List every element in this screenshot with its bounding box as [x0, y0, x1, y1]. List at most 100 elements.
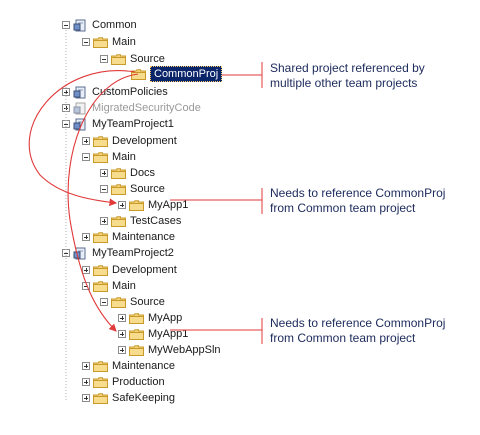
- node-label: Maintenance: [112, 231, 175, 243]
- callout-line: multiple other team projects: [270, 76, 418, 90]
- folder-icon: [111, 215, 126, 227]
- node-label: MyTeamProject2: [92, 247, 174, 259]
- expand-icon[interactable]: [82, 394, 90, 402]
- node-label: Source: [130, 53, 165, 65]
- collapse-icon[interactable]: [62, 21, 70, 29]
- tree-node-team2-source[interactable]: Source: [100, 294, 165, 310]
- callout-team2-reference: Needs to reference CommonProj from Commo…: [270, 316, 445, 346]
- tree-node-commonproj[interactable]: CommonProj: [120, 66, 223, 82]
- callout-line: from Common team project: [270, 201, 416, 215]
- node-label: MyWebAppSln: [148, 344, 221, 356]
- tree-node-team1-maintenance[interactable]: Maintenance: [82, 229, 175, 245]
- folder-icon: [93, 151, 108, 163]
- tree-node-team2-myapp[interactable]: MyApp: [118, 310, 182, 326]
- folder-icon: [93, 360, 108, 372]
- expand-icon[interactable]: [118, 330, 126, 338]
- node-label: Source: [130, 296, 165, 308]
- node-label: Main: [112, 36, 136, 48]
- folder-icon: [131, 68, 146, 80]
- tree-node-custompolicies[interactable]: CustomPolicies: [62, 84, 168, 100]
- folder-icon: [111, 183, 126, 195]
- tree-node-myteamproject1[interactable]: MyTeamProject1: [62, 116, 174, 132]
- expand-icon[interactable]: [100, 217, 108, 225]
- node-label: MyApp: [148, 312, 183, 324]
- tree-node-team1-source[interactable]: Source: [100, 181, 165, 197]
- collapse-icon[interactable]: [100, 55, 108, 63]
- node-label: SafeKeeping: [112, 392, 175, 404]
- folder-icon: [93, 231, 108, 243]
- folder-icon: [111, 296, 126, 308]
- folder-icon: [129, 328, 144, 340]
- node-label: TestCases: [130, 215, 182, 227]
- folder-icon: [111, 167, 126, 179]
- tree-node-common-main-source[interactable]: Source: [100, 51, 165, 67]
- node-label: Docs: [130, 167, 156, 179]
- tree-node-team2-production[interactable]: Production: [82, 374, 165, 390]
- node-label: Development: [112, 135, 177, 147]
- collapse-icon[interactable]: [82, 38, 90, 46]
- team-project-icon: [73, 118, 86, 130]
- folder-icon: [93, 392, 108, 404]
- collapse-icon[interactable]: [100, 185, 108, 193]
- folder-icon: [93, 135, 108, 147]
- spacer: [120, 70, 128, 78]
- callout-team1-reference: Needs to reference CommonProj from Commo…: [270, 186, 445, 216]
- tree-node-team2-development[interactable]: Development: [82, 262, 177, 278]
- team-project-icon: [73, 247, 86, 259]
- node-label: Main: [112, 151, 136, 163]
- expand-icon[interactable]: [62, 88, 70, 96]
- expand-icon[interactable]: [100, 169, 108, 177]
- tree-node-team2-safekeeping[interactable]: SafeKeeping: [82, 390, 175, 406]
- node-label: MyApp1: [148, 199, 189, 211]
- expand-icon[interactable]: [118, 314, 126, 322]
- tree-node-team2-maintenance[interactable]: Maintenance: [82, 358, 175, 374]
- callout-line: Shared project referenced by: [270, 61, 425, 75]
- expand-icon[interactable]: [82, 362, 90, 370]
- expand-icon[interactable]: [62, 104, 70, 112]
- tree-node-team1-docs[interactable]: Docs: [100, 165, 155, 181]
- team-project-icon: [73, 19, 86, 31]
- expand-icon[interactable]: [118, 346, 126, 354]
- collapse-icon[interactable]: [82, 153, 90, 161]
- callout-shared-project: Shared project referenced by multiple ot…: [270, 61, 425, 91]
- folder-icon: [93, 376, 108, 388]
- callout-line: from Common team project: [270, 331, 416, 345]
- folder-icon: [129, 199, 144, 211]
- node-label: Maintenance: [112, 360, 175, 372]
- node-label: Development: [112, 264, 177, 276]
- tree-node-team2-myapp1[interactable]: MyApp1: [118, 326, 188, 342]
- folder-icon: [93, 36, 108, 48]
- folder-icon: [129, 344, 144, 356]
- expand-icon[interactable]: [82, 266, 90, 274]
- folder-icon: [111, 53, 126, 65]
- tree-node-team1-development[interactable]: Development: [82, 133, 177, 149]
- tree-node-common[interactable]: Common: [62, 17, 137, 33]
- callout-line: Needs to reference CommonProj: [270, 316, 446, 330]
- node-label: Production: [112, 376, 165, 388]
- collapse-icon[interactable]: [62, 249, 70, 257]
- node-label: MyApp1: [148, 328, 189, 340]
- node-label: MigratedSecurityCode: [92, 102, 201, 114]
- tree-node-team2-mywebappsln[interactable]: MyWebAppSln: [118, 342, 221, 358]
- expand-icon[interactable]: [82, 137, 90, 145]
- tree-node-common-main[interactable]: Main: [82, 34, 136, 50]
- node-label: CustomPolicies: [92, 86, 168, 98]
- callout-line: Needs to reference CommonProj: [270, 186, 446, 200]
- expand-icon[interactable]: [82, 233, 90, 241]
- expand-icon[interactable]: [82, 378, 90, 386]
- collapse-icon[interactable]: [62, 120, 70, 128]
- tree-node-team2-main[interactable]: Main: [82, 278, 136, 294]
- node-label: Main: [112, 280, 136, 292]
- tree-node-migratedsecuritycode[interactable]: MigratedSecurityCode: [62, 100, 201, 116]
- expand-icon[interactable]: [118, 201, 126, 209]
- tree-node-team1-testcases[interactable]: TestCases: [100, 213, 181, 229]
- collapse-icon[interactable]: [82, 282, 90, 290]
- tree-node-team1-myapp1[interactable]: MyApp1: [118, 197, 188, 213]
- team-project-icon: [73, 102, 86, 114]
- tree-node-myteamproject2[interactable]: MyTeamProject2: [62, 245, 174, 261]
- node-label: Source: [130, 183, 165, 195]
- tree-node-team1-main[interactable]: Main: [82, 149, 136, 165]
- folder-icon: [93, 280, 108, 292]
- collapse-icon[interactable]: [100, 298, 108, 306]
- node-label: Common: [92, 19, 137, 31]
